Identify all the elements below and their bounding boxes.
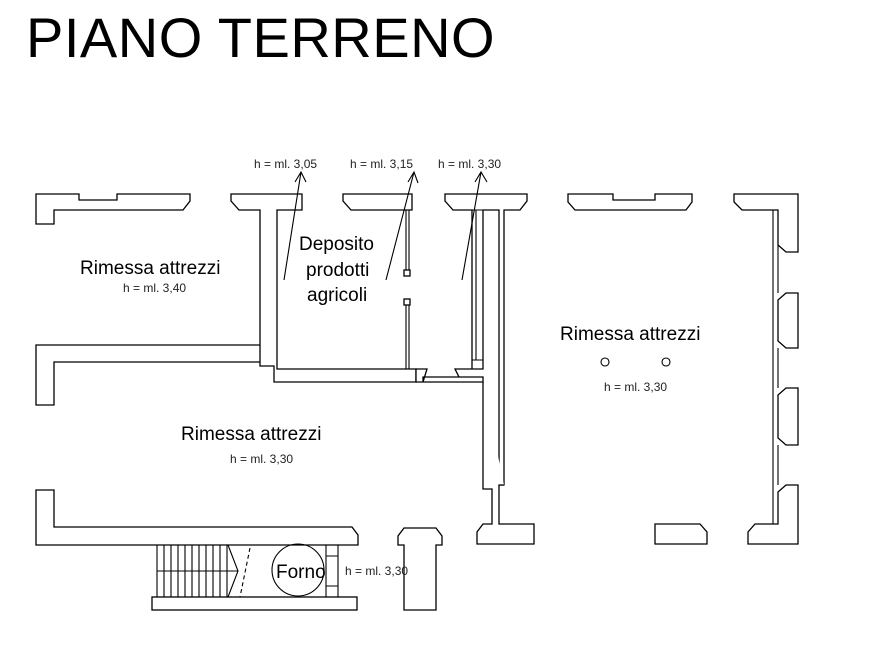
room-height: h = ml. 3,30	[230, 452, 293, 466]
wall-deposito-left	[35, 193, 417, 406]
height-callout: h = ml. 3,05	[254, 157, 317, 171]
wall-center-vertical	[476, 382, 535, 545]
room-label: Forno	[276, 562, 326, 583]
walls	[35, 193, 799, 611]
room-label: Rimessa attrezzi	[181, 424, 321, 445]
hinge-marker	[403, 298, 411, 306]
callout-arrows	[283, 170, 488, 281]
room-height: h = ml. 3,30	[345, 564, 408, 578]
wall-bottom-stub	[397, 527, 443, 611]
height-callout: h = ml. 3,30	[438, 157, 501, 171]
room-label: prodotti	[306, 260, 369, 281]
room-label: Rimessa attrezzi	[560, 324, 700, 345]
wall-top-right-mid	[567, 193, 693, 211]
plan-title: PIANO TERRENO	[26, 6, 496, 69]
room-label: agricoli	[307, 285, 367, 306]
room-height: h = ml. 3,40	[123, 281, 186, 295]
hinge-marker	[403, 269, 411, 277]
wall-right-line	[772, 210, 779, 524]
room-label: Deposito	[299, 234, 374, 255]
wall-bottom-mid-right	[654, 523, 708, 545]
wall-bottom-left	[35, 489, 359, 546]
room-label: Rimessa attrezzi	[80, 258, 220, 279]
window-right-1	[777, 292, 799, 349]
door-line	[405, 210, 410, 369]
height-callout: h = ml. 3,15	[350, 157, 413, 171]
staircase	[156, 544, 251, 598]
wall-top-mid	[342, 193, 413, 211]
oven-circle	[271, 543, 325, 597]
column-marker	[661, 357, 671, 367]
window-right-2	[777, 387, 799, 446]
wall-top-left	[35, 193, 191, 225]
room-height: h = ml. 3,30	[604, 380, 667, 394]
wall-bottom-base	[151, 596, 358, 611]
oven-chimney	[325, 545, 339, 597]
wall-top-right	[733, 193, 799, 253]
column-marker	[600, 357, 610, 367]
wall-top-center	[415, 193, 528, 486]
wall-bottom-right	[747, 484, 799, 545]
